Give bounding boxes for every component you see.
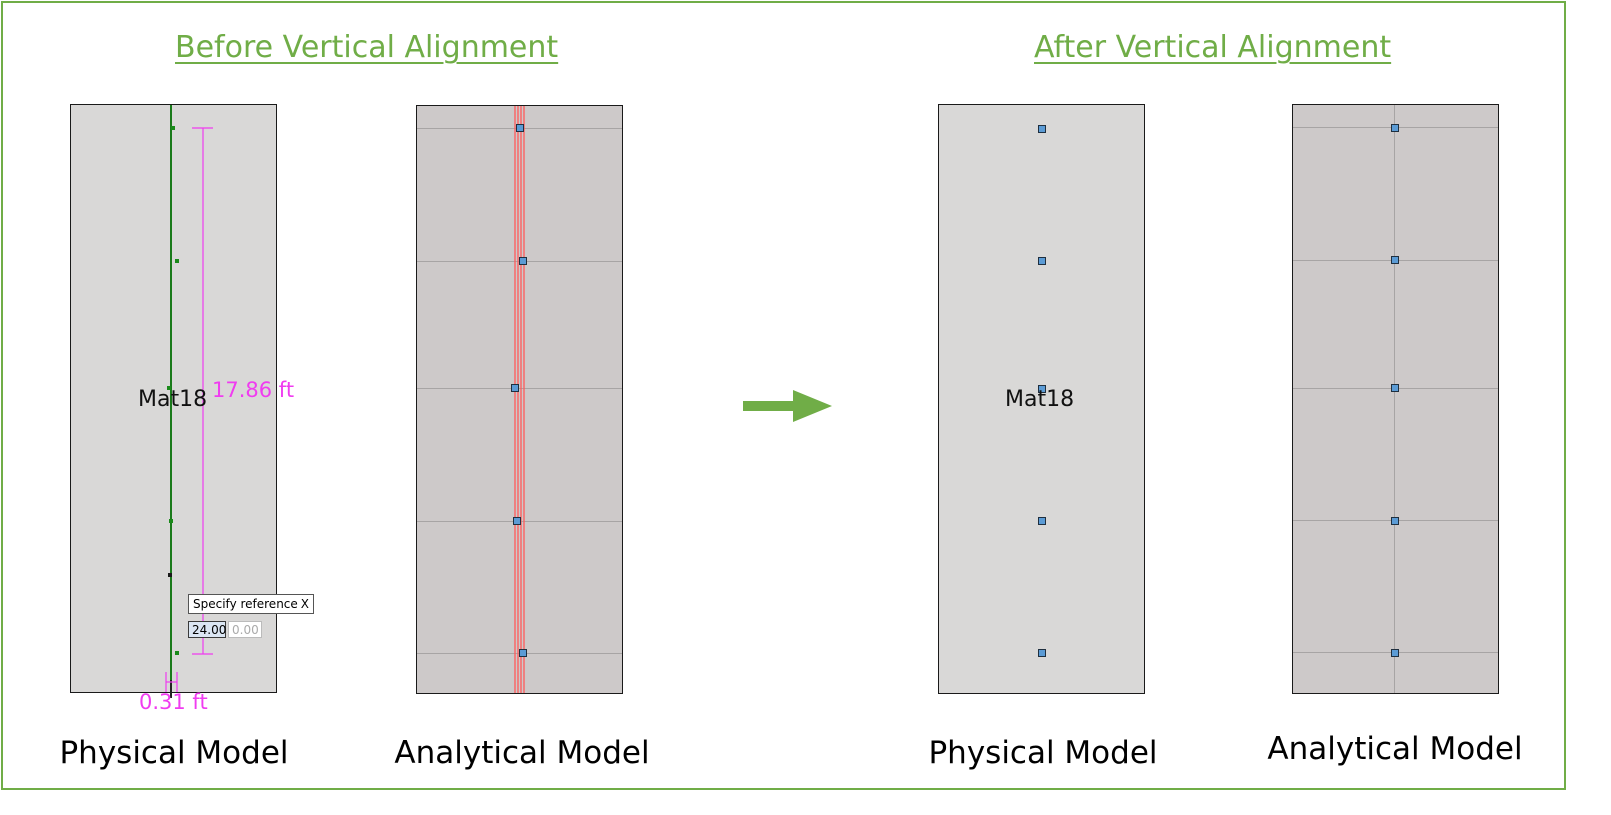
analytical-node[interactable]	[513, 517, 521, 525]
figure-frame	[1, 1, 1566, 790]
reference-x-input[interactable]: 24.00	[188, 621, 226, 638]
analytical-node[interactable]	[511, 384, 519, 392]
after-analytical-panel	[1292, 104, 1499, 694]
offset-dimension-text: 0.31 ft	[139, 690, 208, 714]
heading-after: After Vertical Alignment	[1034, 30, 1392, 65]
aligned-member-line	[1394, 105, 1395, 693]
right-arrow-icon	[743, 390, 832, 422]
physical-node[interactable]	[1038, 385, 1046, 393]
analytical-node[interactable]	[1391, 256, 1399, 264]
caption-after-physical: Physical Model	[928, 735, 1158, 771]
tooltip-close-icon[interactable]: X	[300, 597, 310, 611]
analytical-node[interactable]	[1391, 649, 1399, 657]
after-physical-panel	[938, 104, 1145, 694]
heading-before: Before Vertical Alignment	[175, 30, 559, 65]
analytical-node[interactable]	[1391, 517, 1399, 525]
analytical-node[interactable]	[1391, 124, 1399, 132]
grid-line	[417, 388, 622, 389]
physical-node[interactable]	[175, 259, 179, 263]
before-analytical-panel	[416, 105, 623, 694]
tooltip-text: Specify reference	[193, 597, 298, 611]
material-label: Mat18	[138, 387, 208, 412]
analytical-node[interactable]	[1391, 384, 1399, 392]
reference-y-input[interactable]: 0.00	[228, 621, 262, 638]
analytical-node[interactable]	[519, 649, 527, 657]
physical-node[interactable]	[167, 386, 171, 390]
physical-node[interactable]	[175, 651, 179, 655]
analytical-node[interactable]	[516, 124, 524, 132]
caption-after-analytical: Analytical Model	[1267, 731, 1523, 767]
physical-node[interactable]	[1038, 649, 1046, 657]
height-dimension-text: 17.86 ft	[212, 378, 295, 402]
analytical-node[interactable]	[519, 257, 527, 265]
caption-before-analytical: Analytical Model	[394, 735, 650, 771]
selected-node[interactable]	[168, 573, 172, 577]
physical-node[interactable]	[169, 519, 173, 523]
physical-node[interactable]	[171, 126, 175, 130]
physical-node[interactable]	[1038, 257, 1046, 265]
caption-before-physical: Physical Model	[59, 735, 289, 771]
physical-node[interactable]	[1038, 125, 1046, 133]
material-label: Mat18	[1005, 387, 1075, 412]
physical-node[interactable]	[1038, 517, 1046, 525]
